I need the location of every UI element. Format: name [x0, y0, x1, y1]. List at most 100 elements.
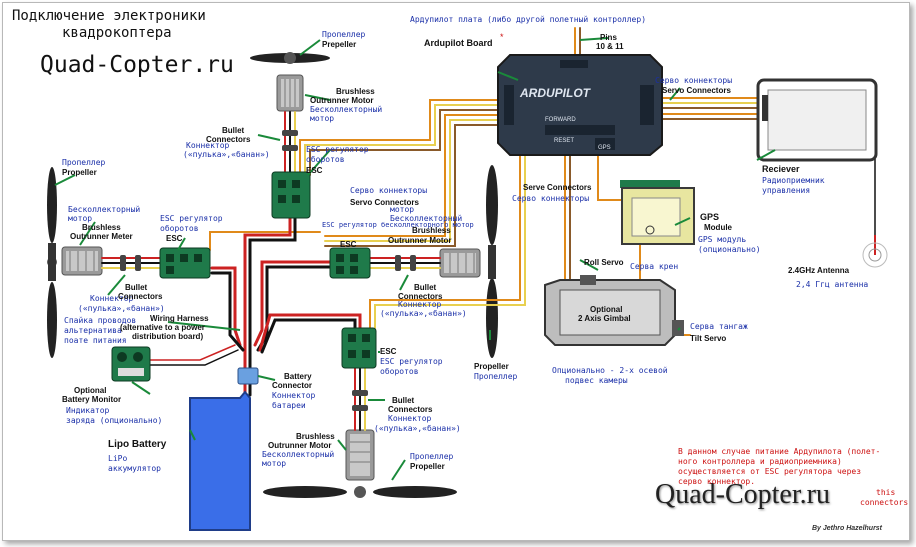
motor-right-en-label-1: Brushless	[412, 226, 451, 235]
antenna-ru-label: 2,4 Ггц антенна	[796, 280, 869, 289]
motor-left	[61, 246, 103, 276]
pins-number-label: 10 & 11	[596, 42, 624, 51]
prop-bottom-en-label: Propeller	[410, 462, 445, 471]
propeller-right	[486, 165, 498, 358]
prop-top-en-label: Prepeller	[322, 40, 357, 49]
tilt-servo-ru-label: Серва тангаж	[690, 322, 748, 331]
bullet-bottom-en-label-1: Bullet	[392, 396, 415, 405]
forward-marking: FORWARD	[545, 117, 576, 123]
motor-top-ru-label-1: Бесколлекторный	[310, 105, 383, 114]
site-watermark: Quad-Copter.ru	[655, 479, 830, 510]
power-note-line-3: осуществляется от ESC регулятора через	[678, 467, 862, 476]
motor-right-en-label-2: Outrunner Motor	[388, 236, 452, 245]
esc-top-ru-label-2: оборотов	[306, 155, 345, 164]
bullet-right-en-label-2: Connectors	[398, 292, 443, 301]
bullet-top-en-label-1: Bullet	[222, 126, 245, 135]
esc-left	[159, 247, 211, 279]
receiver-en-label: Reciever	[762, 164, 800, 174]
harness-en-label-1: Wiring Harness	[150, 314, 209, 323]
propeller-bottom	[263, 486, 457, 498]
servo-connectors-ru-1: Серво коннекторы	[655, 76, 733, 85]
motor-bottom-en-label-2: Outrunner Motor	[268, 441, 332, 450]
motor-bottom-ru-label-1: Бесколлекторный	[262, 450, 335, 459]
receiver-ru-label-2: управления	[762, 186, 811, 195]
tilt-servo-en-label: Tilt Servo	[690, 334, 727, 343]
motor-top-en-label-2: Outrunner Motor	[310, 96, 374, 105]
prop-bottom-ru-label: Пропеллер	[410, 452, 454, 461]
esc-right-en-label: ESC	[340, 240, 357, 249]
bullet-right-en-label-1: Bullet	[414, 283, 437, 292]
harness-en-label-3: distribution board)	[132, 332, 204, 341]
esc-bottom-en-label: ESC	[380, 347, 397, 356]
esc-bottom	[341, 327, 377, 369]
overlap-text: ESC регулятор бесколлекторного мотор	[322, 221, 474, 229]
roll-servo-en-label: Roll Servo	[584, 258, 624, 267]
gimbal-en-label-2: 2 Axis Gimbal	[578, 314, 631, 323]
label-leaders	[54, 37, 776, 481]
propeller-left	[47, 167, 57, 358]
prop-right-en-label: Propeller	[474, 362, 509, 371]
antenna-en-label: 2.4GHz Antenna	[788, 266, 850, 275]
prop-top-ru-label: Пропеллер	[322, 30, 366, 39]
servo-connectors-ru-3: Серво коннекторы	[512, 194, 590, 203]
motor-right-ru-label-1: Бесколлекторный	[390, 214, 463, 223]
bullet-left-en-label-1: Bullet	[125, 283, 148, 292]
gimbal-ru-label-2: подвес камеры	[565, 376, 628, 385]
gps-module-label: Module	[704, 223, 732, 232]
power-note-line-5: this	[876, 488, 896, 497]
bullet-right-ru-label-2: («пулька»,«банан»)	[380, 309, 467, 318]
harness-ru-label-2: альтернатива	[64, 326, 122, 335]
harness-en-label-2: (alternative to a power	[120, 323, 205, 332]
receiver-ru-label-1: Радиоприемник	[762, 176, 825, 185]
motor-top-ru-label-2: мотор	[310, 114, 335, 123]
esc-bottom-ru-label-2: оборотов	[380, 367, 419, 376]
motor-left-ru-label-2: мотор	[68, 214, 93, 223]
motor-left-ru-label-1: Бесколлекторный	[68, 205, 141, 214]
bullet-left-en-label-2: Connectors	[118, 292, 163, 301]
bullet-top-ru-label-2: («пулька»,«банан»)	[183, 150, 270, 159]
esc-bottom-ru-label-1: ESC регулятор	[380, 357, 443, 366]
esc-top-en-label: ESC	[306, 166, 323, 175]
servo-connectors-ru-2: Серво коннекторы	[350, 186, 428, 195]
harness-ru-label-1: Спайка проводов	[64, 316, 137, 325]
battery-monitor-en-label-2: Battery Monitor	[62, 395, 122, 404]
bullet-bottom-en-label-2: Connectors	[388, 405, 433, 414]
power-note-line-2: ного контроллера и радиоприемника)	[678, 457, 842, 466]
battery-connector	[237, 367, 259, 385]
gps-port-marking: GPS	[598, 145, 611, 151]
power-note-line-1: В данном случае питание Ардупилота (поле…	[678, 447, 881, 456]
bullet-top-ru-label-1: Коннектор	[186, 141, 230, 150]
ardupilot-brand: ARDUPILOT	[520, 86, 590, 100]
battery-connector-en-label-2: Connector	[272, 381, 312, 390]
lipo-ru-label-2: аккумулятор	[108, 464, 161, 473]
propeller-top	[250, 52, 330, 64]
power-note-line-6: connectors	[860, 498, 909, 507]
gps-ru-label-2: (опционально)	[698, 245, 761, 254]
power-note-line-4: серво коннектор.	[678, 477, 756, 486]
bullet-left-ru-label-1: Коннектор	[90, 294, 134, 303]
motor-bottom-ru-label-2: мотор	[262, 459, 287, 468]
battery-connector-ru-label-1: Коннектор	[272, 391, 316, 400]
pins-label: Pins	[600, 33, 617, 42]
motor-right	[439, 248, 481, 278]
servo-connectors-en-1: Servo Connectors	[662, 86, 731, 95]
battery-monitor-en-label-1: Optional	[74, 386, 107, 395]
bullet-bottom-ru-label-1: Коннектор	[388, 414, 432, 423]
bullet-bottom-ru-label-2: («пулька»,«банан»)	[374, 424, 461, 433]
lipo-battery	[189, 390, 251, 531]
prop-left-en-label: Propeller	[62, 168, 97, 177]
ardupilot-board	[497, 54, 663, 156]
esc-left-ru-label-2: оборотов	[160, 224, 199, 233]
ardupilot-board-label: Ardupilot Board	[424, 38, 493, 48]
servo-connectors-en-3: Serve Connectors	[523, 183, 592, 192]
ardupilot-board-mark: *	[500, 32, 504, 42]
roll-servo-ru-label: Серва крен	[630, 262, 679, 271]
ardupilot-plate-label: Ардупилот плата (либо другой полетный ко…	[410, 15, 647, 24]
reset-marking: RESET	[554, 138, 575, 144]
prop-right-ru-label: Пропеллер	[474, 372, 518, 381]
motor-left-en-label-1: Brushless	[82, 223, 121, 232]
battery-connector-en-label-1: Battery	[284, 372, 312, 381]
bullet-right-ru-label-1: Коннектор	[398, 300, 442, 309]
gps-ru-label-1: GPS модуль	[698, 235, 747, 244]
